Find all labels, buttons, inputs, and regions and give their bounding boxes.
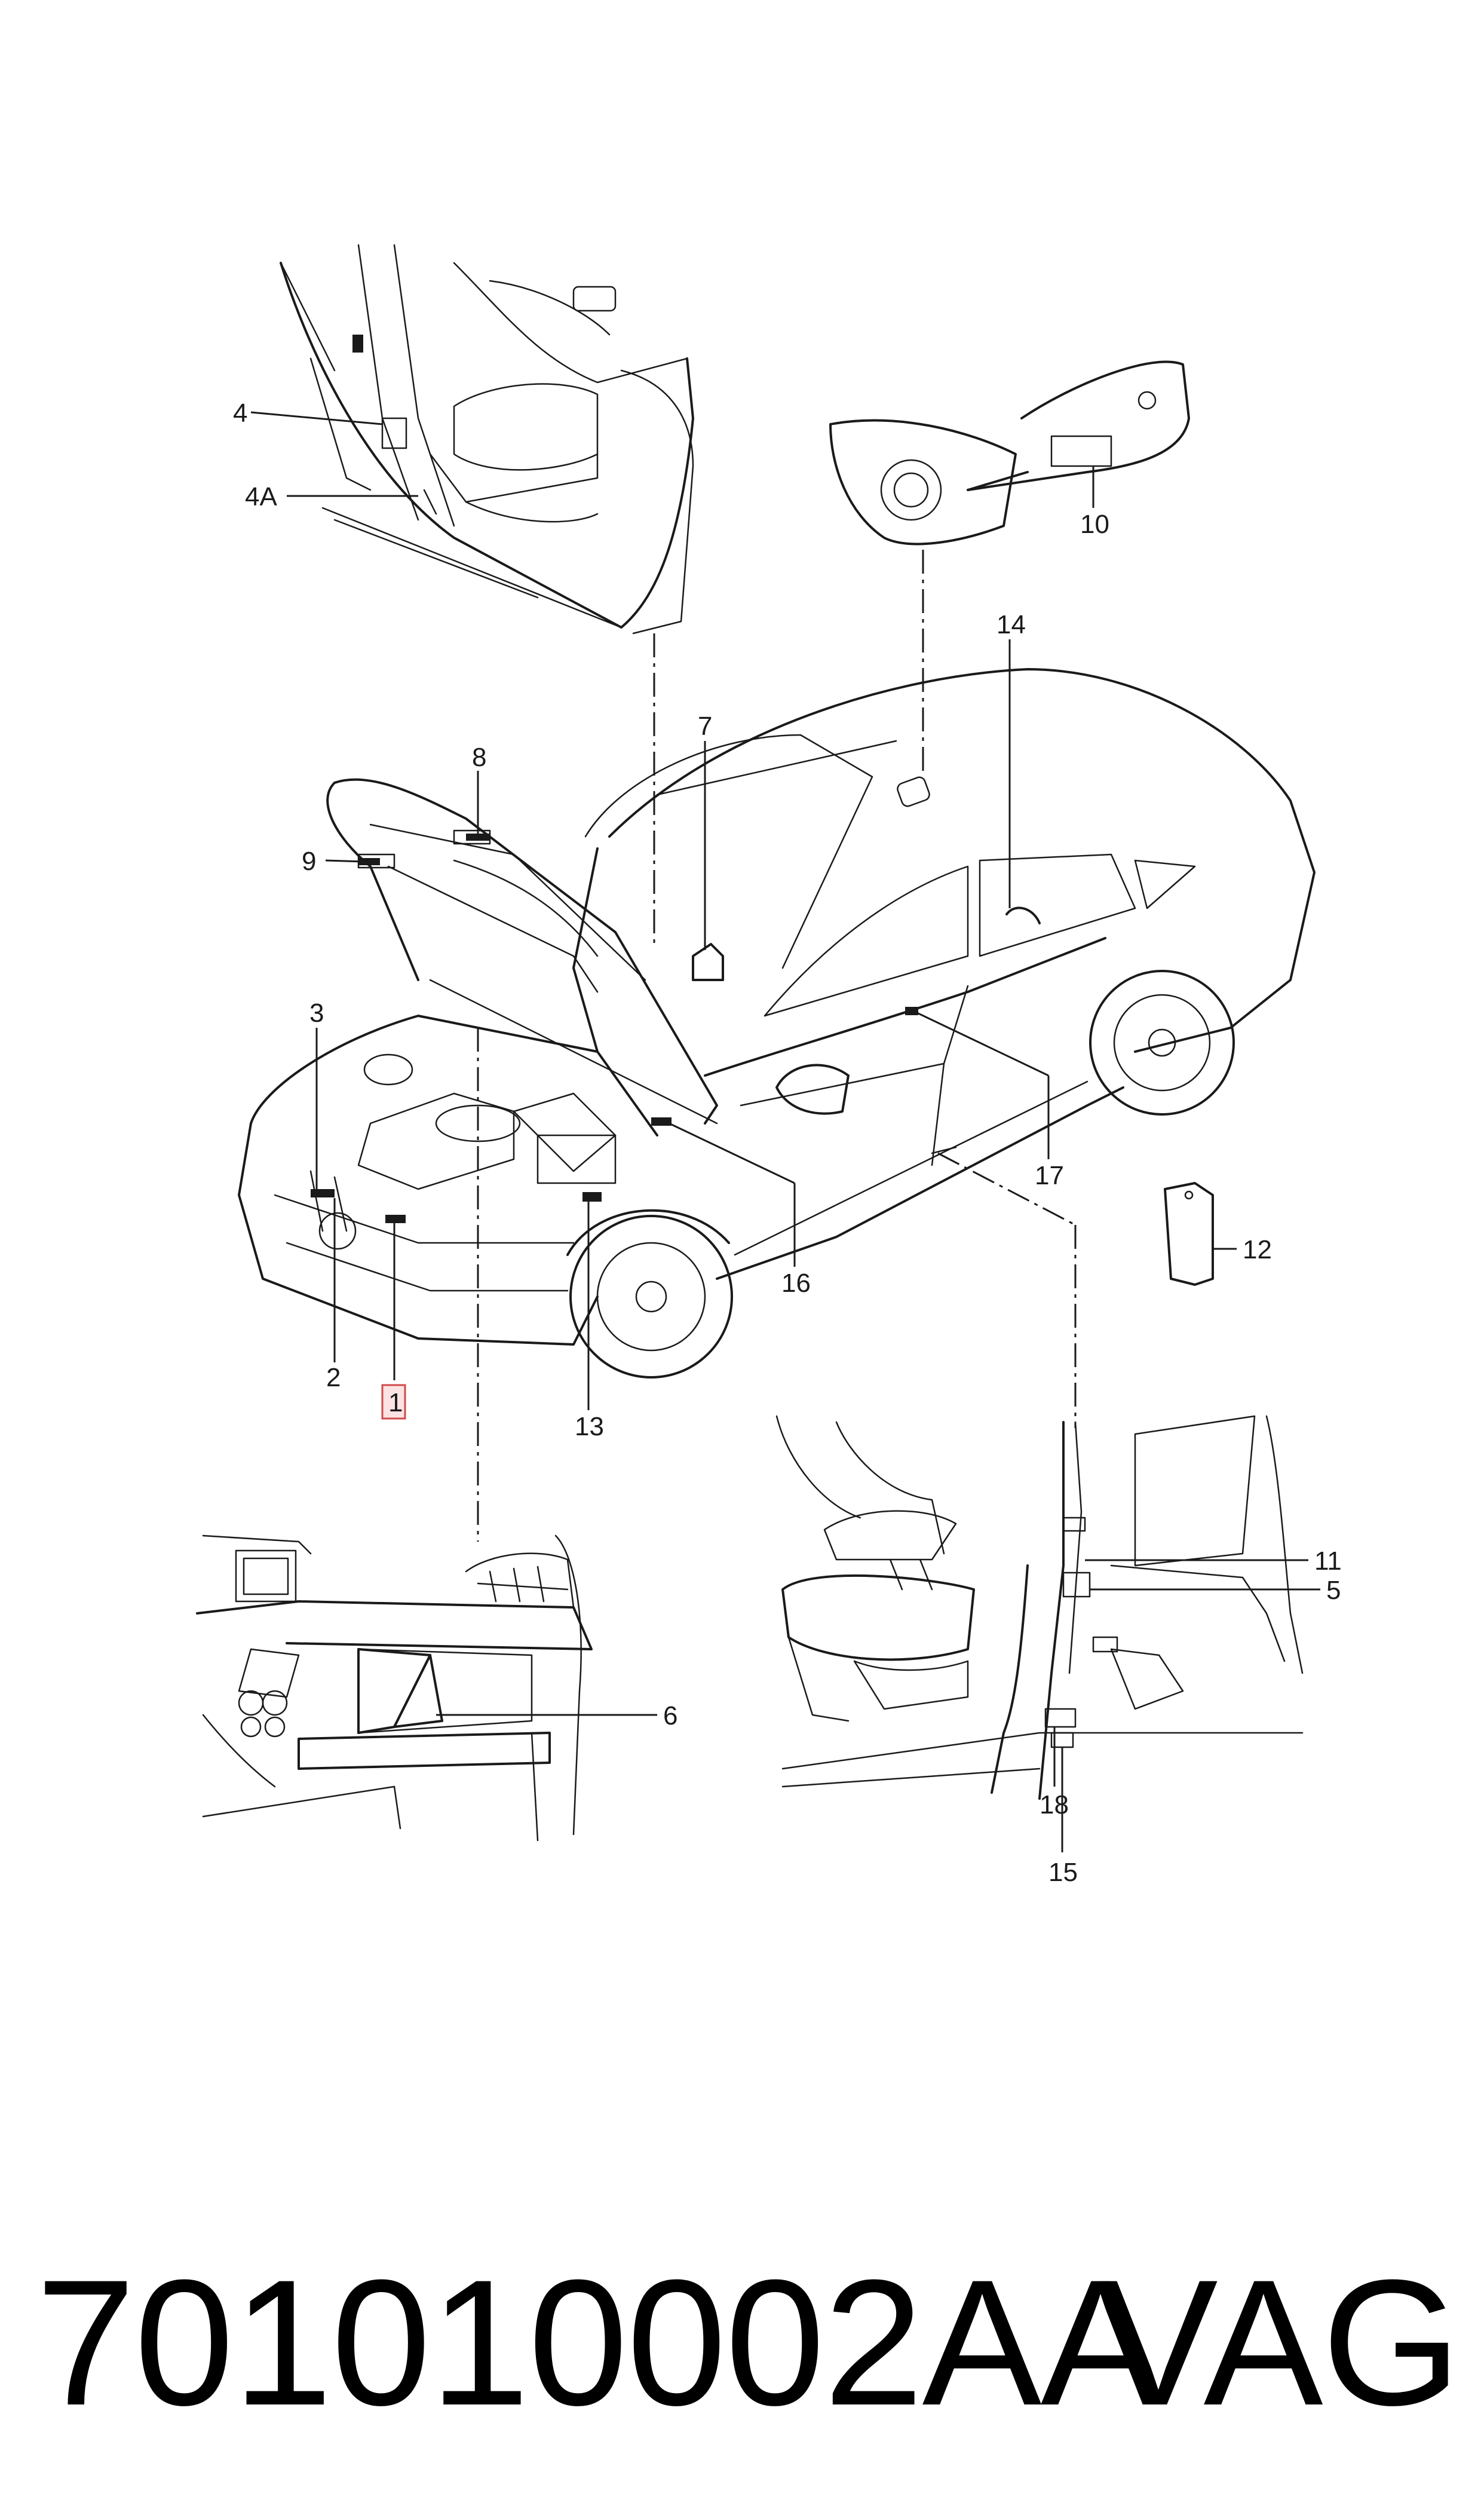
callout-4: 4 [233,399,247,428]
callout-12: 12 [1243,1235,1272,1264]
callout-16: 16 [781,1269,811,1298]
callout-5: 5 [1326,1576,1341,1605]
callout-9: 9 [302,847,316,876]
inset-fuel-flap [829,360,1190,546]
callout-6: 6 [663,1701,677,1730]
diagram-svg: 4 4A 10 [196,244,1342,1887]
brand-label: VAG [1098,2242,1461,2443]
callout-4a: 4A [245,482,277,511]
callout-7: 7 [698,712,712,741]
callout-13: 13 [575,1412,604,1441]
callout-1: 1 [388,1388,403,1417]
part-number: 701010002AA [36,2242,1160,2443]
car-illustration [238,668,1316,1379]
callout-2: 2 [326,1363,341,1392]
highlight-box [381,1384,406,1420]
inset-door-pillar [280,244,694,635]
callout-15: 15 [1048,1858,1078,1887]
callout-10: 10 [1080,510,1109,539]
inset-dashboard [196,1534,593,1842]
tag-12 [1164,1182,1214,1286]
callout-17: 17 [1035,1161,1064,1190]
callout-14: 14 [997,610,1026,639]
inset-door-sill [775,1415,1304,1800]
callout-8: 8 [472,743,486,772]
callout-11: 11 [1314,1546,1342,1576]
callout-18: 18 [1040,1790,1069,1819]
callout-3: 3 [309,998,324,1028]
